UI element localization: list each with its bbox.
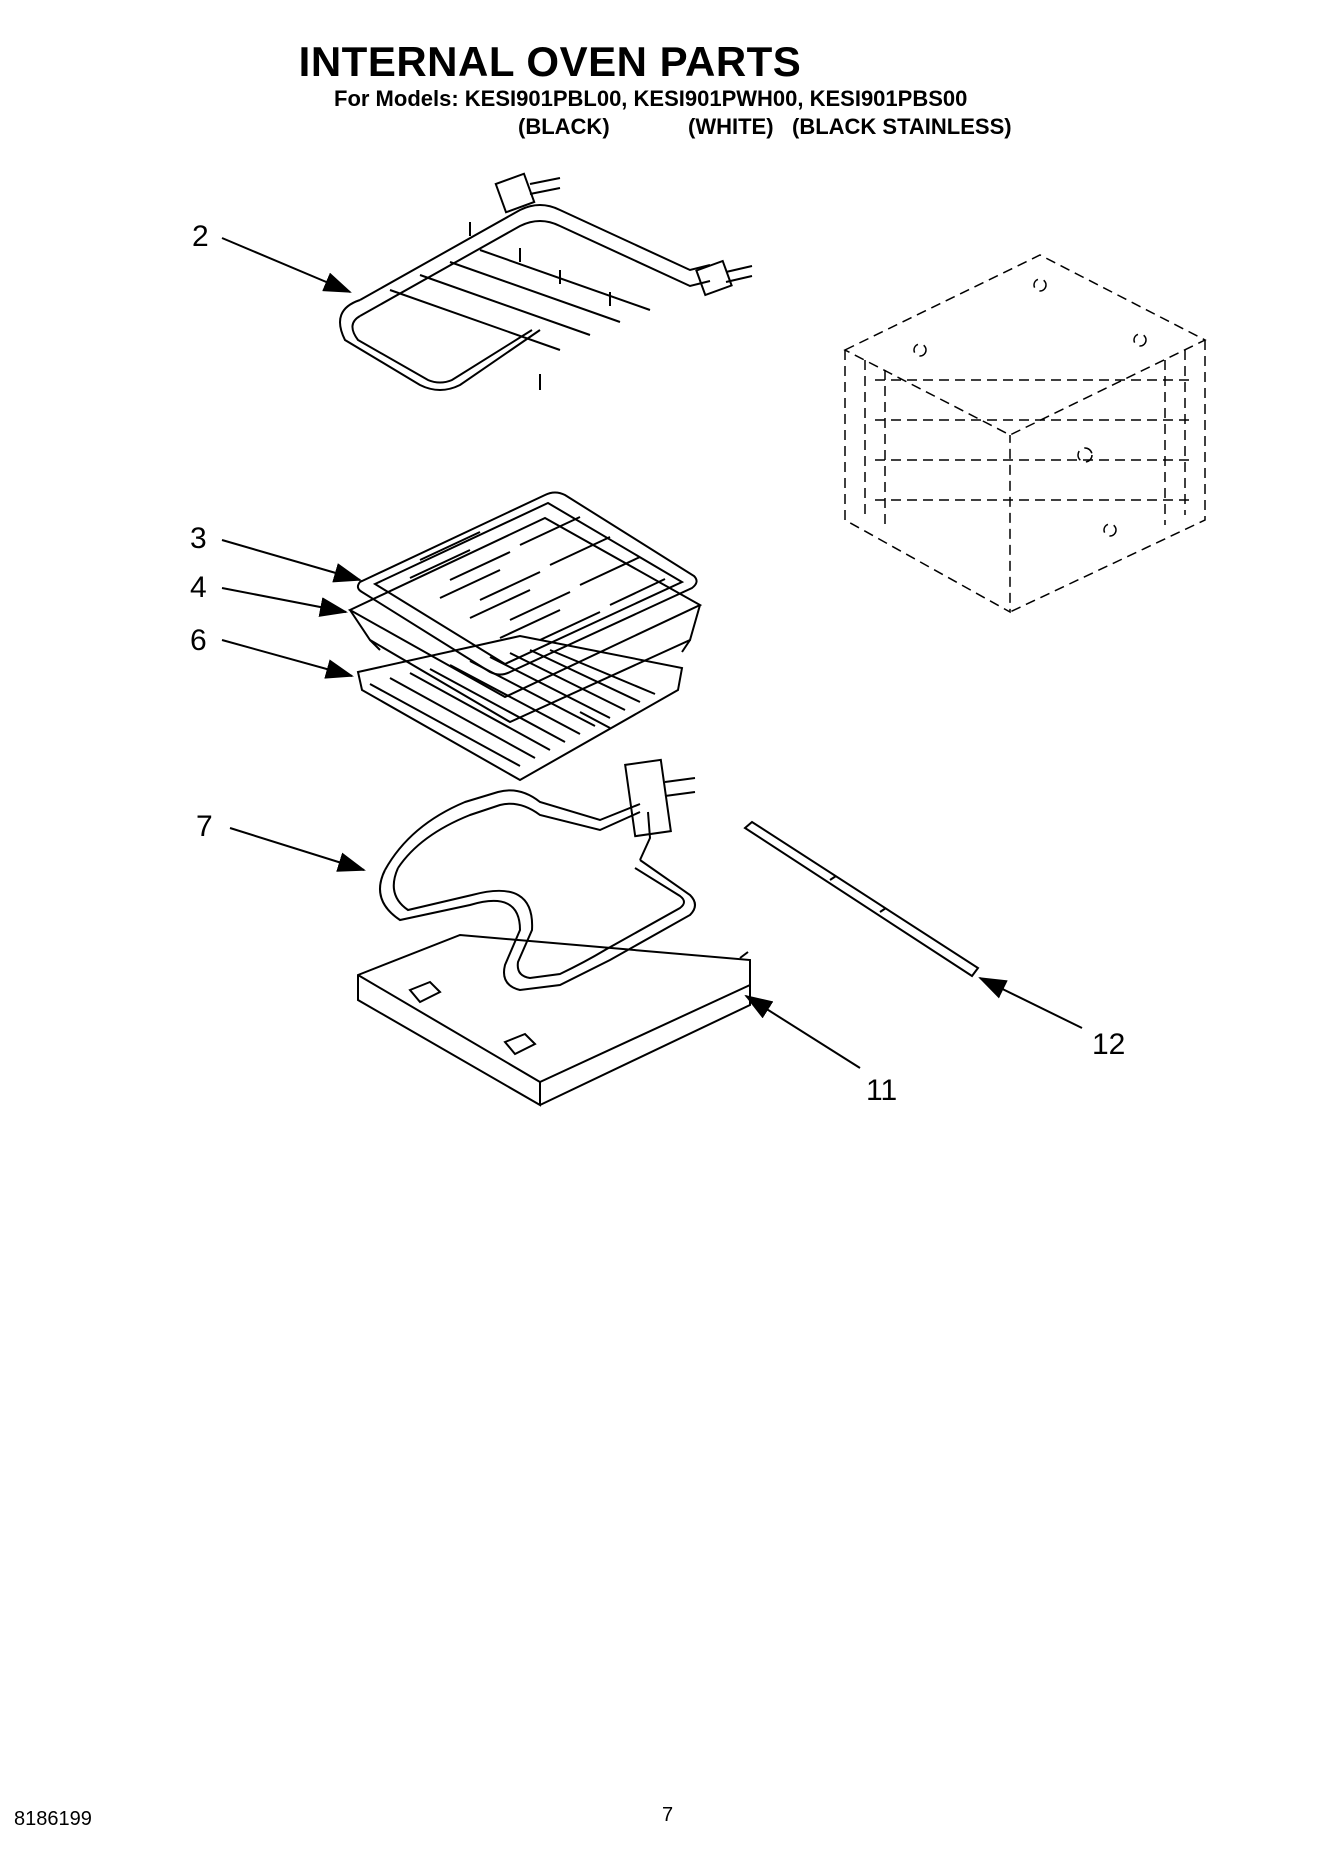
- bake-element-cover: [357, 933, 751, 1107]
- document-number: 8186199: [14, 1808, 92, 1830]
- variant-black: (BLACK): [518, 114, 610, 139]
- side-rail: [743, 820, 980, 978]
- callout-11: 11: [866, 1074, 897, 1107]
- broiler-pan-grid: [356, 491, 698, 676]
- callout-4: 4: [190, 571, 207, 604]
- callout-2: 2: [192, 220, 209, 253]
- callout-3: 3: [190, 522, 207, 555]
- models-line: For Models: KESI901PBL00, KESI901PWH00, …: [334, 86, 968, 111]
- broiler-pan: [347, 516, 703, 724]
- variant-black-stainless: (BLACK STAINLESS): [792, 114, 1012, 139]
- broil-element: [339, 172, 753, 391]
- variant-white: (WHITE): [688, 114, 774, 139]
- page-number: 7: [662, 1804, 674, 1826]
- page-title: INTERNAL OVEN PARTS: [298, 38, 802, 85]
- callout-leaders: [221, 237, 1083, 1069]
- oven-rack: [356, 634, 684, 782]
- callout-7: 7: [196, 810, 213, 843]
- callout-6: 6: [190, 624, 207, 657]
- callout-12: 12: [1092, 1028, 1125, 1061]
- oven-cavity-reference: [843, 254, 1207, 614]
- bake-element: [379, 758, 696, 992]
